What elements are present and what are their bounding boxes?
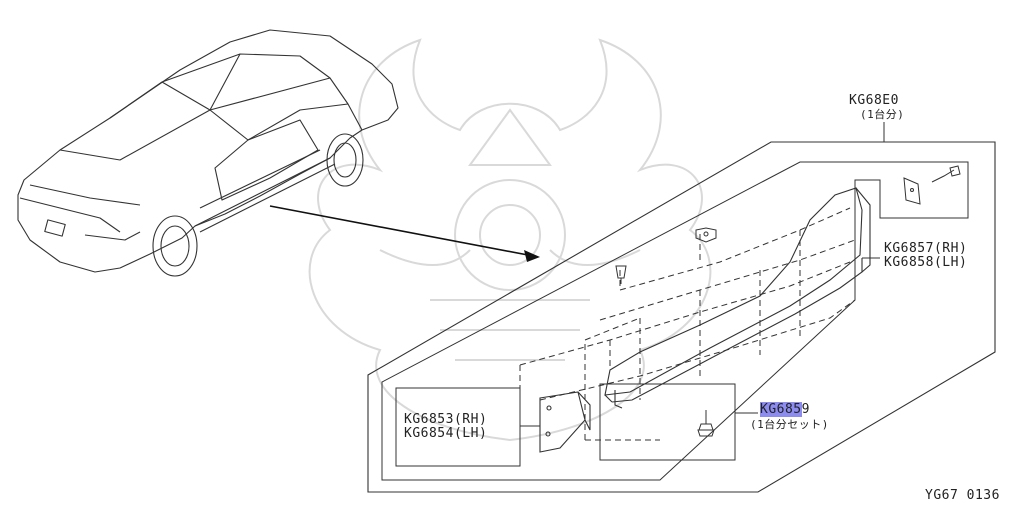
front-panel-rh-label: KG6853(RH) <box>404 412 488 427</box>
rear-side-panel <box>604 187 871 409</box>
watermark-logo <box>308 38 712 442</box>
fastener-part-number-highlight: KG685 <box>760 402 802 417</box>
mounting-guides <box>519 207 856 441</box>
car-illustration <box>17 29 399 277</box>
kit-frame <box>367 141 996 493</box>
fastener-frame <box>599 383 736 461</box>
kit-part-number: KG68E0 <box>849 93 899 108</box>
screw-right <box>931 165 961 183</box>
clip-right-bracket <box>903 177 921 205</box>
front-side-panel <box>539 391 591 453</box>
clip-top <box>695 227 717 243</box>
fastener-set-note: (1台分セット) <box>750 418 829 431</box>
screw-bottom <box>697 410 715 437</box>
rear-panel-rh-label: KG6857(RH) <box>884 241 968 256</box>
diagram-code: YG67 0136 <box>925 488 1000 503</box>
fastener-part-number-rest: 9 <box>801 402 810 417</box>
rear-panel-lh-label: KG6858(LH) <box>884 255 968 270</box>
location-arrow <box>269 205 540 262</box>
kit-quantity-note: (1台分) <box>860 108 905 121</box>
clip-left <box>615 265 627 284</box>
front-panel-frame <box>395 387 521 467</box>
leader-lines <box>520 122 885 427</box>
fastener-set-part-number: KG6859 <box>760 402 810 417</box>
front-panel-lh-label: KG6854(LH) <box>404 426 488 441</box>
